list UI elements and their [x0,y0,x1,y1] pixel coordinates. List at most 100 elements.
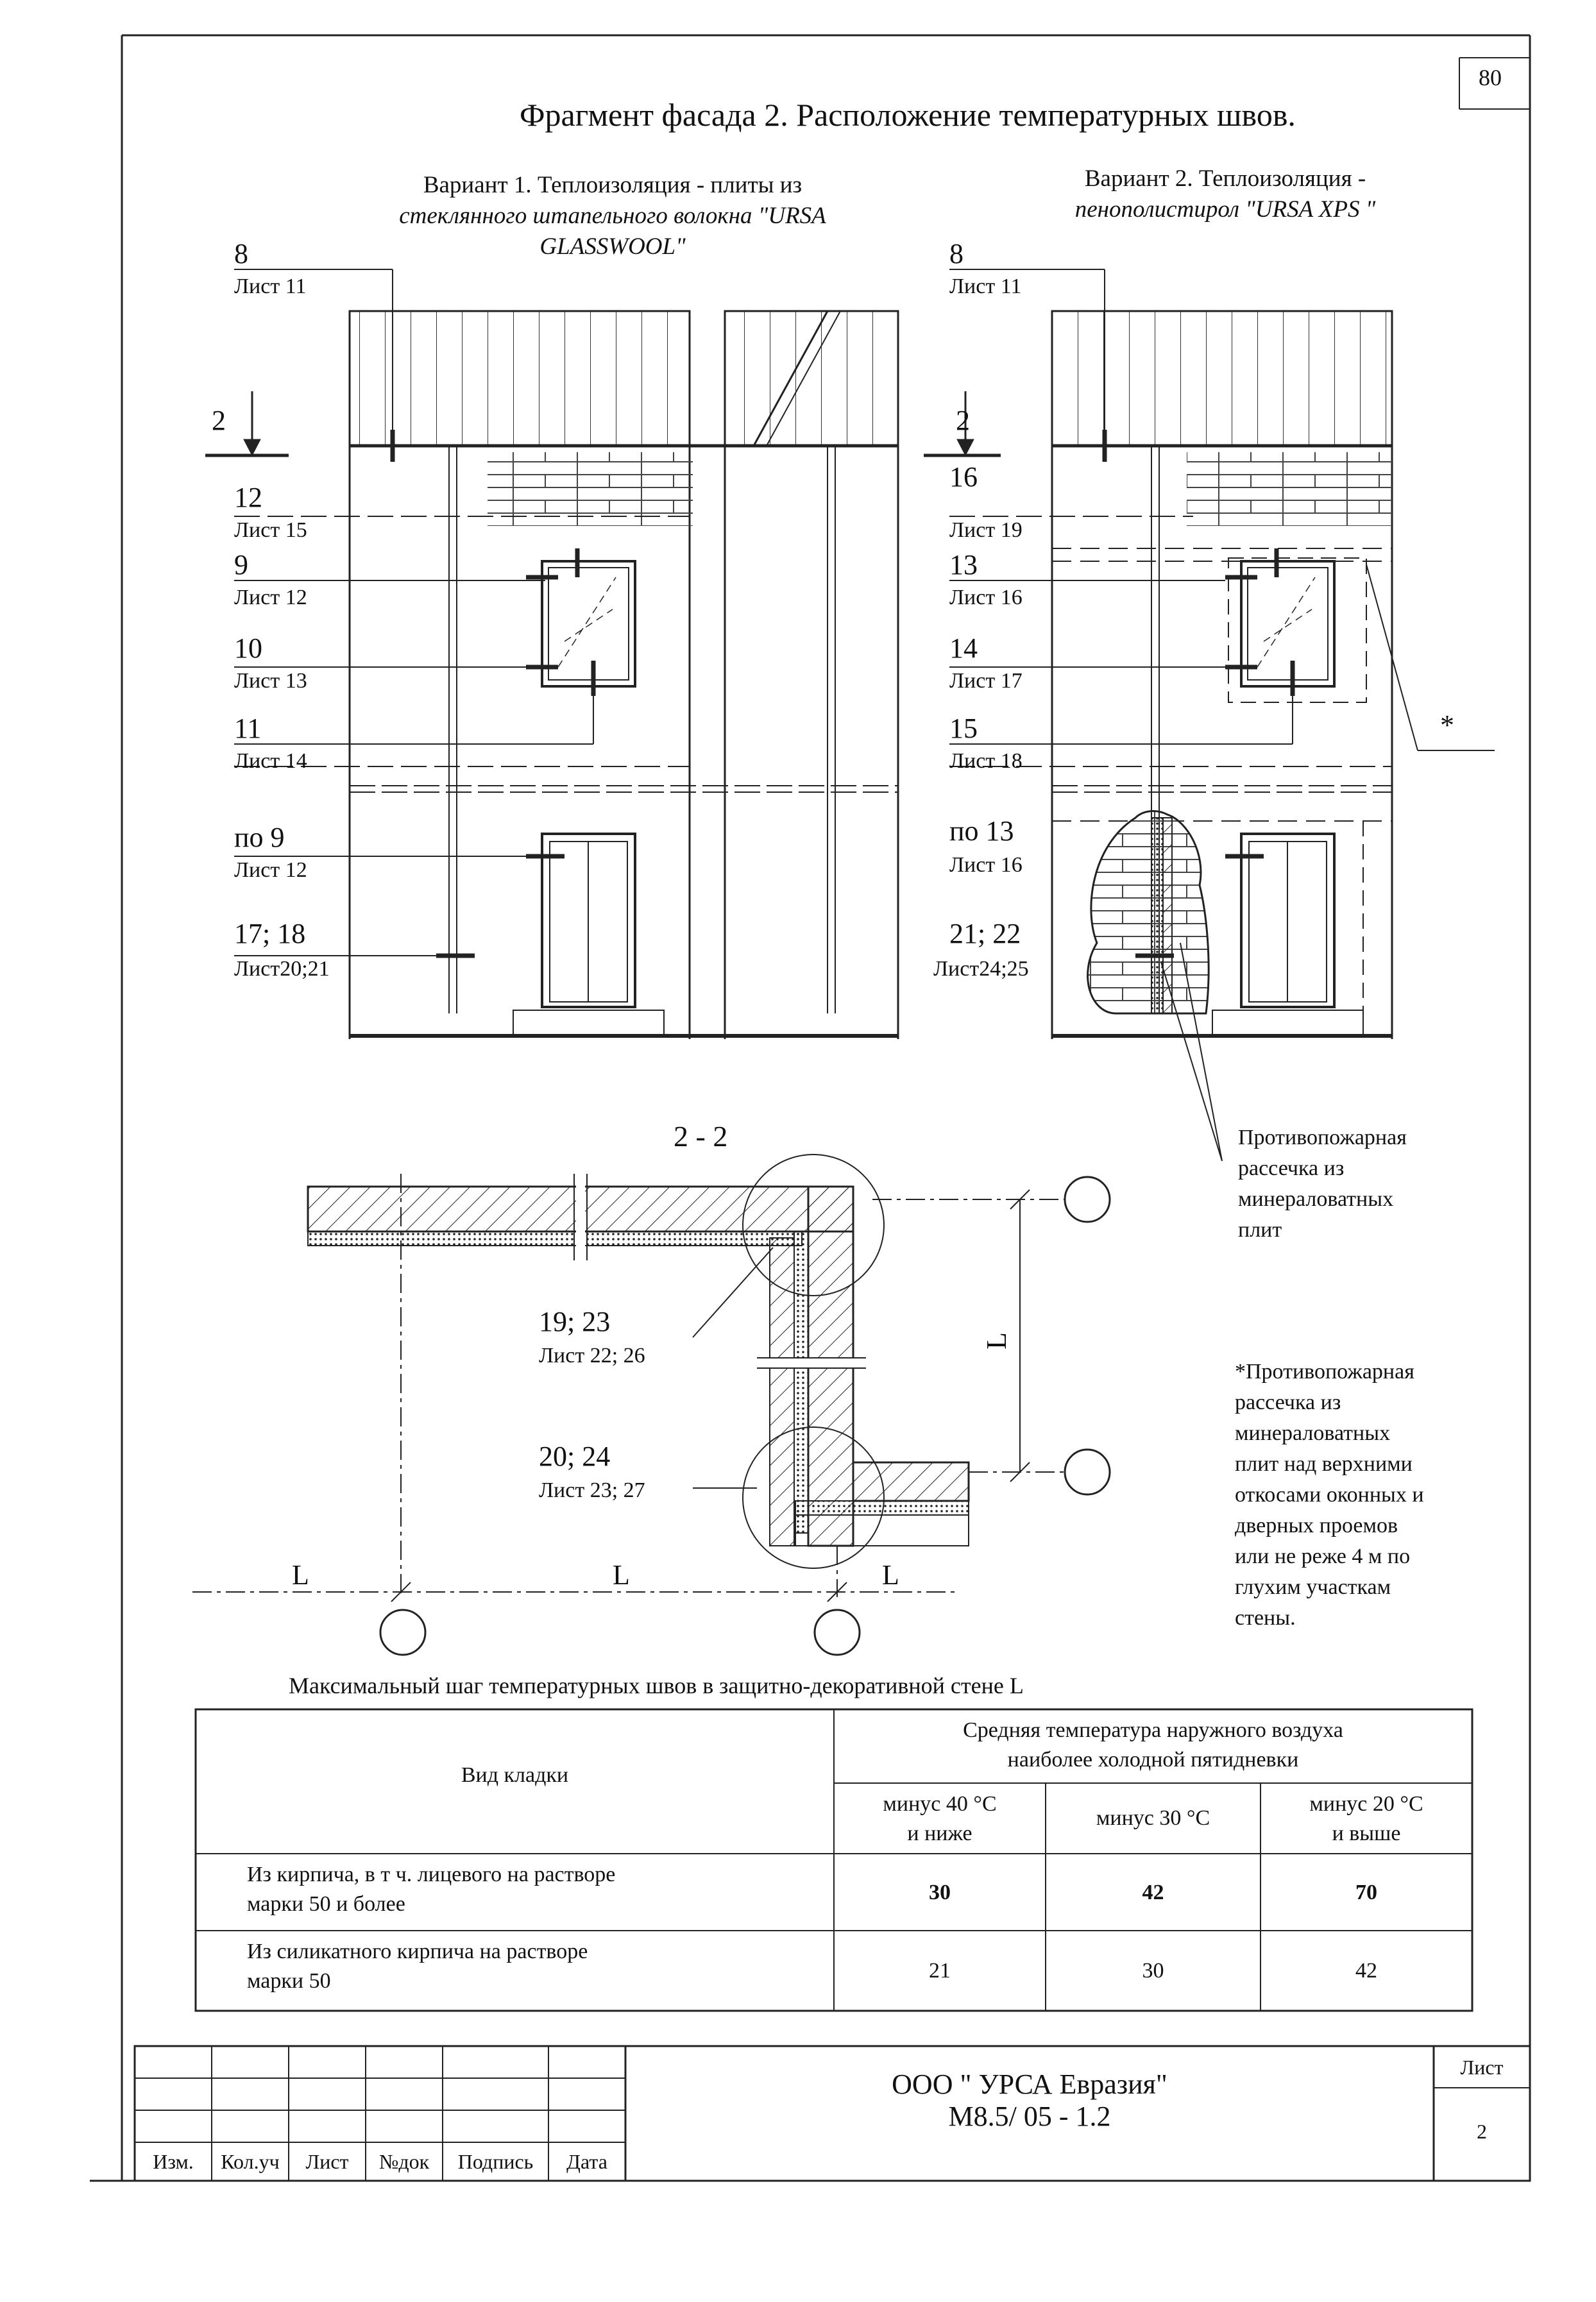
table-cell: 21 [929,1959,951,1983]
fire-break-line: плит [1238,1218,1282,1242]
star-note-line: рассечка из [1235,1391,1341,1414]
table-row-label: Из силикатного кирпича на растворе марки… [247,1937,588,1996]
fire-break-line: Противопожарная [1238,1126,1407,1149]
callout-num: 8 [234,238,248,269]
callout-num: по 9 [234,822,285,853]
callout-num: 11 [234,713,262,744]
star-note-line: дверных проемов [1235,1514,1398,1537]
callout-num: 12 [234,482,262,513]
star-note-line: плит над верхними [1235,1452,1413,1476]
table-col1-header: Вид кладки [461,1763,569,1787]
callout-num: 16 [949,461,978,493]
fire-break-note: Противопожарная рассечка из минераловатн… [1238,1122,1407,1246]
dim-label-l-vertical: L [980,1332,1012,1350]
section-callout-sheet: Лист 22; 26 [539,1344,645,1367]
table-cell: 30 [929,1881,951,1904]
star-note-line: стены. [1235,1606,1296,1630]
variant2-line1: Вариант 2. Теплоизоляция - [1084,165,1366,192]
section-2-2 [192,1154,1111,1656]
stamp-header: Кол.уч [221,2150,280,2173]
stamp-header: Дата [566,2150,607,2173]
section-arrow-left [205,391,289,457]
row-label-line: марки 50 [247,1969,331,1993]
sub-header-line: и ниже [907,1822,972,1845]
callout-sheet: Лист 11 [234,275,307,298]
title-block-grid [133,2045,1531,2182]
table-cell: 70 [1355,1881,1377,1904]
table-sub-header: минус 20 °С и выше [1261,1790,1472,1849]
section-arrow-right [924,391,1001,457]
table-cell: 42 [1355,1959,1377,1983]
callout-num: 8 [949,238,964,269]
fire-break-line: рассечка из [1238,1156,1345,1180]
callout-num: по 13 [949,815,1014,847]
callout-sheet: Лист 13 [234,669,307,693]
callout-leaders-right [949,269,1392,767]
star-note-line: *Противопожарная [1235,1360,1414,1384]
table-row-label: Из кирпича, в т ч. лицевого на растворе … [247,1860,615,1919]
facade-variant-2 [1051,310,1495,1162]
table-caption: Максимальный шаг температурных швов в за… [289,1673,1024,1698]
fire-break-line: минераловатных [1238,1187,1394,1211]
stamp-sheet-label: Лист [1460,2056,1504,2079]
dim-label-l: L [613,1559,630,1591]
facade-variant-1 [348,310,899,1039]
stamp-company: ООО " УРСА Евразия" М8.5/ 05 - 1.2 [625,2069,1434,2133]
callout-sheet: Лист 16 [949,586,1023,609]
callout-num: 21; 22 [949,918,1021,949]
variant1-caption: Вариант 1. Теплоизоляция - плиты из стек… [346,170,879,262]
callout-sheet: Лист 14 [234,749,307,773]
star-note: *Противопожарная рассечка из минераловат… [1235,1357,1424,1634]
dim-label-l: L [292,1559,309,1591]
star-note-line: минераловатных [1235,1421,1391,1445]
callout-num: 14 [949,632,978,664]
table-sub-header: минус 30 °С [1046,1804,1261,1833]
callout-sheet: Лист 18 [949,749,1023,773]
group-header-line: наиболее холодной пятидневки [1007,1748,1299,1772]
section-mark-right: 2 [956,405,970,436]
callout-num: 10 [234,632,262,664]
page-title: Фрагмент фасада 2. Расположение температ… [520,97,1296,133]
stamp-header: №док [378,2150,430,2173]
section-callout-num: 19; 23 [539,1306,611,1337]
table-cell: 42 [1142,1881,1164,1904]
table-group-header: Средняя температура наружного воздуха на… [834,1716,1472,1775]
callout-num: 17; 18 [234,918,306,949]
document-code: М8.5/ 05 - 1.2 [948,2101,1111,2132]
callout-leaders-left [234,269,690,956]
callout-sheet: Лист20;21 [234,957,330,981]
callout-num: 15 [949,713,978,744]
variant1-line1: Вариант 1. Теплоизоляция - плиты из [423,172,802,198]
row-label-line: Из силикатного кирпича на растворе [247,1940,588,1963]
callout-sheet: Лист 11 [949,275,1022,298]
page-number: 80 [1479,65,1502,90]
callout-sheet: Лист 17 [949,669,1023,693]
star-note-line: глухим участкам [1235,1575,1391,1599]
sub-header-line: и выше [1332,1822,1401,1845]
table-cell: 30 [1142,1959,1164,1983]
row-label-line: марки 50 и более [247,1892,405,1916]
section-callout-num: 20; 24 [539,1441,611,1472]
star-note-line: откосами оконных и [1235,1483,1424,1507]
sub-header-line: минус 20 °С [1309,1792,1423,1816]
callout-sheet: Лист 12 [234,586,307,609]
sub-header-line: минус 30 °С [1096,1806,1210,1830]
stamp-header: Изм. [153,2150,194,2173]
asterisk-mark: * [1440,709,1454,741]
star-note-line: или не реже 4 м по [1235,1545,1411,1568]
sub-header-line: минус 40 °С [883,1792,997,1816]
group-header-line: Средняя температура наружного воздуха [963,1718,1343,1742]
row-label-line: Из кирпича, в т ч. лицевого на растворе [247,1863,616,1886]
joint-table-grid [194,1708,1473,2012]
company-name: ООО " УРСА Евразия" [892,2069,1167,2100]
section-mark-left: 2 [212,405,226,436]
variant1-line2: стеклянного штапельного волокна "URSA [399,203,826,229]
stamp-sheet-value: 2 [1477,2120,1487,2143]
callout-num: 9 [234,549,248,580]
callout-sheet: Лист24;25 [933,957,1029,981]
variant2-caption: Вариант 2. Теплоизоляция - пенополистиро… [1001,164,1450,225]
callout-sheet: Лист 19 [949,518,1023,542]
variant1-line3: GLASSWOOL" [539,233,686,260]
callout-sheet: Лист 16 [949,853,1023,877]
